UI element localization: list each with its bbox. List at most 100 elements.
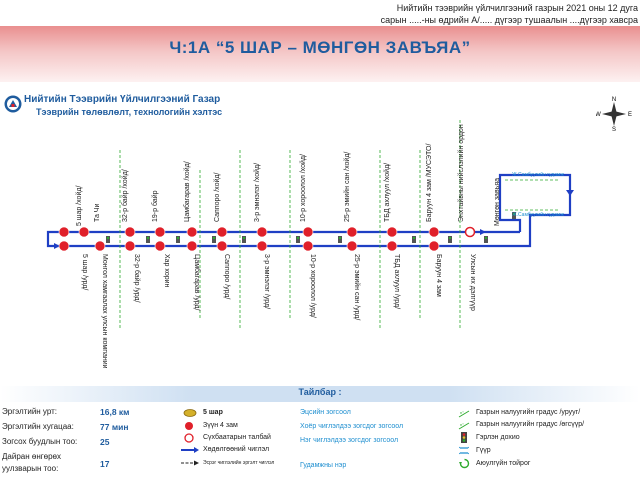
stop-label-upper: 5 шар /хойд/	[76, 185, 83, 226]
traffic-light-icon	[177, 237, 179, 239]
legend-terminal: Эцсийн зогсоол	[300, 409, 351, 416]
stop-label-upper: Баруун 4 зам /МУСЭТО/	[426, 143, 433, 222]
compass-west: W	[596, 112, 601, 118]
safe-turn-icon	[459, 458, 470, 469]
info-label: Эргэлтийн урт:	[2, 407, 58, 416]
movement-arrow-icon	[181, 447, 199, 453]
stop-marker	[154, 240, 166, 252]
svg-text:n°: n°	[460, 422, 464, 427]
grade-up-icon: n°	[458, 422, 470, 430]
direction-arrow	[566, 190, 574, 196]
stop-marker	[256, 226, 268, 238]
legend-grade-up: Газрын налуугийн градус /өгсүүр/	[476, 421, 585, 428]
traffic-light-icon	[147, 237, 149, 239]
legend-return-direction: Эсрэг чиглэлийн эргэлт чиглэл	[203, 460, 275, 466]
stop-label-lower: ТБД ахлуул /урд/	[393, 254, 400, 310]
traffic-light-icon	[338, 236, 342, 243]
stop-marker	[428, 226, 440, 238]
info-label: Дайран өнгөрөх	[2, 452, 62, 461]
legend-zuun4: Зүүн 4 зам	[203, 422, 238, 429]
stop-marker	[94, 240, 106, 252]
traffic-light-icon	[176, 236, 180, 243]
compass-east: E	[628, 112, 632, 118]
stop-marker	[346, 240, 358, 252]
legend-safe-turn: Аюулгүйн тойрог	[476, 460, 531, 467]
street-note: Ж.Самбуугийн гудамж	[512, 212, 564, 218]
info-value: 17	[100, 459, 110, 469]
direction-arrow	[480, 229, 486, 235]
traffic-light-icon	[512, 212, 516, 219]
traffic-light-icon	[413, 237, 415, 239]
stop-label-lower: Улсын их дэлгүүр	[469, 254, 476, 311]
compass-north: N	[612, 97, 616, 103]
info-value: 77 мин	[100, 422, 129, 432]
zuun4-symbol-icon	[185, 422, 193, 430]
stop-label-upper: Мөнгөн завьяа	[494, 178, 501, 226]
stop-marker	[428, 240, 440, 252]
traffic-light-icon	[243, 237, 245, 239]
traffic-light-icon	[213, 237, 215, 239]
legend-sukhbaatar: Сүхбаатарын талбай	[203, 434, 271, 441]
legend-shar5: 5 шар	[203, 409, 223, 416]
route-info-duration: Эргэлтийн хугацаа: 77 мин	[2, 422, 147, 434]
stop-label-upper: ТБД ахлуул /хойд/	[384, 162, 391, 222]
stop-label-lower: Монгол хамгаалах улсын компании	[101, 254, 108, 369]
bridge-icon	[459, 446, 469, 455]
traffic-light-icon	[106, 236, 110, 243]
traffic-light-icon	[461, 432, 467, 443]
return-direction-icon	[181, 460, 199, 466]
stop-label-upper: Та Чи	[94, 203, 101, 222]
traffic-light-icon	[484, 236, 488, 243]
grade-down-icon: n°	[458, 410, 470, 418]
legend-bridge: Гүүр	[476, 447, 491, 454]
direction-arrow	[54, 243, 60, 249]
legend-both-direction: Хоёр чиглэлдээ зогсдог зогсоол	[300, 423, 404, 430]
street-note: Ж.Самбуугийн гудамж	[512, 172, 564, 178]
stop-marker	[78, 226, 90, 238]
info-label: Эргэлтийн хугацаа:	[2, 422, 74, 431]
legend-title: Тайлбар :	[298, 387, 342, 397]
svg-text:n°: n°	[460, 410, 464, 415]
organization-name: Нийтийн Тээврийн Үйлчилгээний Газар	[24, 94, 221, 105]
stop-label-upper: 3-р эмнэлэг /хойд/	[254, 162, 261, 222]
stop-label-lower: Цамбагарав /урд/	[193, 254, 200, 311]
stop-marker	[216, 226, 228, 238]
traffic-light-icon	[339, 237, 341, 239]
title-banner	[0, 26, 640, 82]
stop-marker	[154, 226, 166, 238]
traffic-light-icon	[107, 237, 109, 239]
stop-label-lower: 5 шар /урд/	[81, 254, 88, 291]
stop-marker	[124, 226, 136, 238]
traffic-light-icon	[412, 236, 416, 243]
stop-label-upper: Цамбагарав /хойд/	[184, 161, 191, 222]
route-right-loop	[498, 173, 572, 248]
stop-marker	[302, 240, 314, 252]
stop-label-lower: Баруун 4 зам	[435, 254, 442, 297]
traffic-light-icon	[296, 236, 300, 243]
route-info-intersections: уулзварын тоо: 17	[2, 459, 147, 476]
shar5-symbol-icon	[183, 409, 197, 417]
organization-logo-icon	[4, 95, 22, 113]
info-value: 25	[100, 437, 110, 447]
info-label: уулзварын тоо:	[2, 464, 59, 473]
traffic-light-icon	[449, 237, 451, 239]
legend-movement: Хөдөлгөөний чиглэл	[203, 446, 270, 453]
traffic-light-icon	[242, 236, 246, 243]
document-header: Нийтийн тээврийн үйлчилгээний газрын 202…	[0, 2, 640, 26]
stop-label-upper: Энхтайвны нийслэлийн ордон	[458, 124, 465, 222]
route-info-length: Эргэлтийн урт: 16,8 км	[2, 407, 147, 419]
traffic-light-icon	[513, 213, 515, 215]
stop-label-upper: 32-р байр /хойд/	[122, 169, 129, 222]
stop-label-lower: 25-р эмийн сан /урд/	[353, 254, 360, 321]
legend-one-direction: Нэг чиглэлдээ зогсдог зогсоол	[300, 437, 399, 444]
organization-department: Тээврийн төлөвлөлт, технологийн хэлтэс	[36, 107, 223, 117]
stop-marker	[186, 240, 198, 252]
info-value: 16,8 км	[100, 407, 130, 417]
traffic-light-icon	[448, 236, 452, 243]
stop-label-upper: 10-р хороолол /хойд/	[300, 154, 307, 222]
stop-label-lower: Саппоро /урд/	[223, 254, 230, 300]
document-header-line1: Нийтийн тээврийн үйлчилгээний газрын 202…	[396, 3, 638, 13]
stop-marker	[386, 226, 398, 238]
stop-marker	[386, 240, 398, 252]
stop-marker	[124, 240, 136, 252]
